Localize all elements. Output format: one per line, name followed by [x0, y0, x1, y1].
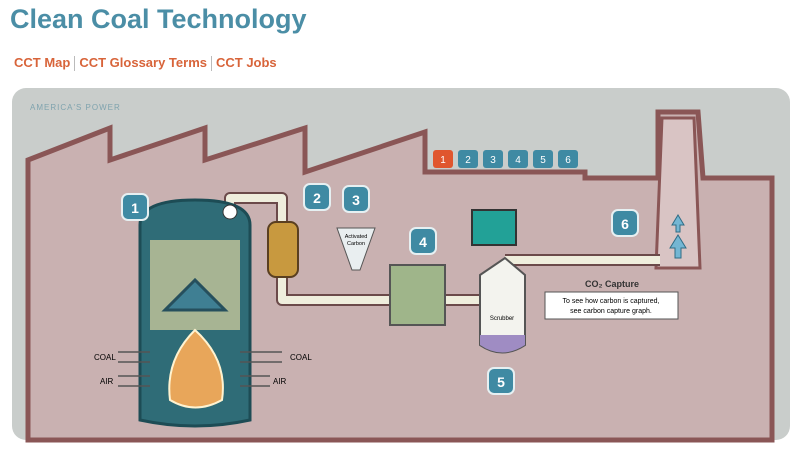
air-label-left: AIR: [100, 377, 114, 386]
tab-3[interactable]: [483, 150, 503, 168]
valve-icon: [222, 204, 238, 220]
caption-line-1: To see how carbon is captured,: [563, 298, 660, 305]
step-5-badge[interactable]: [487, 367, 515, 395]
up-arrow-icon: [671, 214, 685, 233]
up-arrow-icon: [669, 234, 687, 259]
divider: [210, 56, 212, 72]
step-2-label: 2: [313, 190, 321, 206]
nav-links: CCT Map CCT Glossary Terms CCT Jobs: [14, 55, 277, 72]
carbon-label: Carbon: [347, 241, 365, 247]
step-4-label: 4: [419, 234, 427, 250]
air-label-right: AIR: [273, 377, 287, 386]
co2-capture-link[interactable]: [544, 291, 679, 320]
divider: [74, 56, 76, 72]
link-cct-map[interactable]: CCT Map: [14, 55, 71, 70]
filter-unit: [267, 221, 299, 278]
tab-4-label: 4: [515, 155, 521, 166]
page-title: Clean Coal Technology: [10, 4, 307, 34]
step-6-label: 6: [621, 216, 629, 232]
link-cct-glossary[interactable]: CCT Glossary Terms: [79, 55, 207, 70]
caption-line-2: see carbon capture graph.: [570, 308, 652, 315]
brand-logo: AMERICA'S POWER: [30, 103, 121, 112]
step-1-badge[interactable]: [121, 193, 149, 221]
tab-6-label: 6: [565, 155, 571, 166]
step-2-badge[interactable]: [303, 183, 331, 211]
tab-3-label: 3: [490, 155, 496, 166]
inlets: [118, 351, 282, 387]
step-tabs: 1 2 3 4 5 6: [433, 150, 578, 168]
tab-1-label: 1: [440, 155, 446, 166]
step-6-badge[interactable]: [611, 209, 639, 237]
flame-icon: [168, 328, 224, 409]
scrubber-label: Scrubber: [490, 316, 514, 322]
activated-carbon-hopper: [336, 227, 376, 271]
step-1-label: 1: [131, 200, 139, 216]
smokestack: [654, 116, 702, 270]
step-3-badge[interactable]: [342, 185, 370, 213]
step-3-label: 3: [352, 192, 360, 208]
electrostatic-unit: [389, 264, 446, 326]
step-5-label: 5: [497, 374, 505, 390]
tab-6[interactable]: [558, 150, 578, 168]
tab-5-label: 5: [540, 155, 546, 166]
activated-label: Activated: [345, 234, 368, 240]
step-4-badge[interactable]: [409, 227, 437, 255]
up-arrow-icon: [161, 277, 229, 312]
link-cct-jobs[interactable]: CCT Jobs: [215, 55, 277, 70]
coal-label-right: COAL: [290, 353, 312, 362]
water-tank: [471, 209, 517, 246]
tab-1[interactable]: [433, 150, 453, 168]
co2-capture-heading: CO₂ Capture: [585, 279, 639, 289]
tab-2[interactable]: [458, 150, 478, 168]
tab-2-label: 2: [465, 155, 471, 166]
tab-5[interactable]: [533, 150, 553, 168]
tab-4[interactable]: [508, 150, 528, 168]
coal-label-left: COAL: [94, 353, 116, 362]
step-badges: 1 2 3 4 5 6: [121, 183, 639, 395]
